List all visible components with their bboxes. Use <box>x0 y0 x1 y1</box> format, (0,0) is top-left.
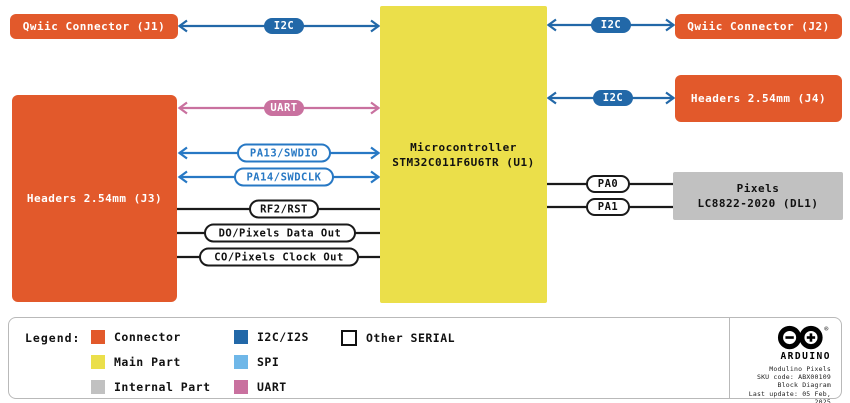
block-qwiic-connector-j2: Qwiic Connector (J2) <box>675 14 842 39</box>
spi-color-swatch <box>234 355 248 369</box>
block-headers-j4: Headers 2.54mm (J4) <box>675 75 842 122</box>
internal-part-color-swatch <box>91 380 105 394</box>
product-name: Modulino Pixels <box>769 365 831 373</box>
microcontroller-part-number: STM32C011F6U6TR (U1) <box>392 155 535 169</box>
last-update: Last update: 05 Feb, 2025 <box>748 389 831 403</box>
arduino-logo-icon: ® <box>777 325 828 350</box>
wire-label-pixels-clock-out: CO/Pixels Clock Out <box>199 247 359 267</box>
wire-label-i2c-j2: I2C <box>591 17 631 33</box>
legend-item-other-serial: Other SERIAL <box>341 330 455 346</box>
wire-label-pa14-swdclk: PA14/SWDCLK <box>234 167 334 187</box>
arduino-wordmark: ARDUINO <box>780 351 831 362</box>
block-headers-j3: Headers 2.54mm (J3) <box>12 95 177 302</box>
legend-item-uart: UART <box>234 380 287 394</box>
wire-label-pa13-swdio: PA13/SWDIO <box>237 143 331 163</box>
brand-panel: ® ARDUINO Modulino Pixels SKU code: ABX0… <box>729 318 841 403</box>
legend-title: Legend: <box>25 331 81 345</box>
wire-label-i2c-j1: I2C <box>264 18 304 34</box>
block-qwiic-connector-j1: Qwiic Connector (J1) <box>10 14 178 39</box>
sku-code: SKU code: ABX00109 <box>756 373 831 382</box>
legend-item-uart-label: UART <box>257 380 287 394</box>
block-pixels: Pixels LC8822-2020 (DL1) <box>673 172 843 220</box>
block-headers-j3-label: Headers 2.54mm (J3) <box>26 192 163 205</box>
main-part-color-swatch <box>91 355 105 369</box>
footer-bar: Legend: Connector Main Part Internal Par… <box>8 317 842 403</box>
legend: Legend: Connector Main Part Internal Par… <box>9 318 729 398</box>
pixels-part-number: LC8822-2020 (DL1) <box>697 197 819 210</box>
block-qwiic-connector-j2-label: Qwiic Connector (J2) <box>687 20 830 33</box>
svg-text:®: ® <box>824 325 828 333</box>
pixels-title: Pixels <box>736 182 780 195</box>
legend-item-internal-part-label: Internal Part <box>114 380 211 394</box>
uart-color-swatch <box>234 380 248 394</box>
legend-item-internal-part: Internal Part <box>91 380 211 394</box>
block-diagram-canvas: Qwiic Connector (J1) Qwiic Connector (J2… <box>10 6 843 303</box>
legend-item-other-serial-label: Other SERIAL <box>366 331 456 345</box>
legend-item-connector-label: Connector <box>114 330 181 344</box>
wire-label-pixels-data-out: DO/Pixels Data Out <box>204 223 356 243</box>
document-meta: Modulino Pixels SKU code: ABX00109 Block… <box>730 365 831 403</box>
wire-label-pa0: PA0 <box>586 175 630 193</box>
legend-item-spi: SPI <box>234 355 279 369</box>
block-qwiic-connector-j1-label: Qwiic Connector (J1) <box>22 20 166 33</box>
wire-label-pa1: PA1 <box>586 198 630 216</box>
legend-item-connector: Connector <box>91 330 181 344</box>
legend-item-i2c-i2s: I2C/I2S <box>234 330 309 344</box>
microcontroller-title: Microcontroller <box>410 140 517 154</box>
legend-item-i2c-i2s-label: I2C/I2S <box>257 330 309 344</box>
wire-label-i2c-j4: I2C <box>593 90 633 106</box>
i2c-i2s-color-swatch <box>234 330 248 344</box>
legend-item-main-part-label: Main Part <box>114 355 181 369</box>
wire-label-uart: UART <box>264 100 304 116</box>
document-type: Block Diagram <box>777 381 831 390</box>
block-headers-j4-label: Headers 2.54mm (J4) <box>690 92 827 105</box>
wire-label-rf2-rst: RF2/RST <box>249 199 319 219</box>
other-serial-color-swatch <box>341 330 357 346</box>
block-microcontroller: Microcontroller STM32C011F6U6TR (U1) <box>380 6 547 303</box>
legend-item-spi-label: SPI <box>257 355 280 369</box>
legend-item-main-part: Main Part <box>91 355 181 369</box>
connector-color-swatch <box>91 330 105 344</box>
